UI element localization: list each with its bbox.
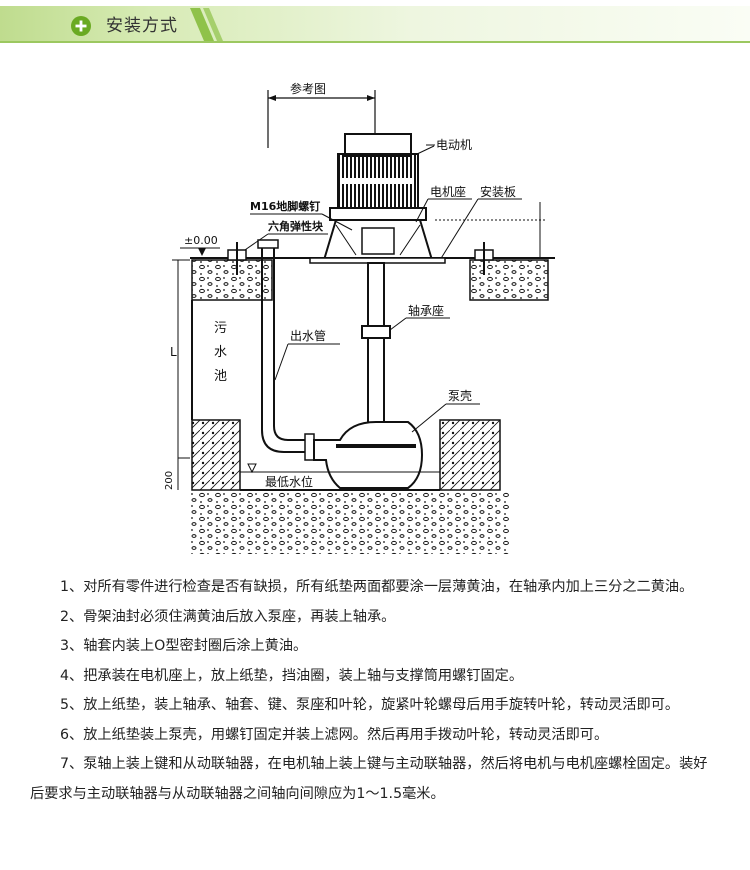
right-ground [469,259,549,301]
label-tank-2: 水 [214,345,227,360]
motor-seat [322,219,434,261]
shaft-column [361,262,391,434]
label-tank-1: 污 [214,321,227,336]
label-hex-block: 六角弹性块 [268,219,324,233]
pump-casing [313,421,424,489]
label-elevation: ±0.00 [184,234,218,247]
header-band [0,6,750,43]
label-outlet-pipe: 出水管 [290,328,326,343]
step-1: 1、对所有零件进行检查是否有缺损，所有纸垫两面都要涂一层薄黄油，在轴承内加上三分… [60,579,694,595]
step-5: 5、放上纸垫，装上轴承、轴套、键、泵座和叶轮，旋紧叶轮螺母后用手旋转叶轮，转动灵… [60,697,680,713]
label-dim-200: 200 [164,471,175,490]
label-dim-l: L [170,345,177,359]
pit-right-wall [439,419,501,491]
label-anchor-bolt: M16地脚螺钉 [250,199,320,213]
step-6: 6、放上纸垫装上泵壳，用螺钉固定并装上滤网。然后再用手拨动叶轮，转动灵活即可。 [60,726,609,743]
motor [329,133,427,221]
installation-steps: 1、对所有零件进行检查是否有缺损，所有纸垫两面都要涂一层薄黄油，在轴承内加上三分… [30,573,720,809]
step-7: 7、泵轴上装上键和从动联轴器，在电机轴上装上键与主动联轴器，然后将电机与电机座螺… [30,756,708,802]
label-tank-3: 池 [214,369,227,384]
installation-diagram: 参考图 电动机 电机座 安装板 M16地脚螺钉 六角弹性块 ±0.00 [164,81,555,554]
label-mount-plate: 安装板 [480,184,516,199]
label-bearing-seat: 轴承座 [408,303,444,318]
label-motor: 电动机 [436,138,472,152]
plus-circle-icon [71,16,91,36]
label-min-water: 最低水位 [265,474,313,489]
gravel-bed [190,492,510,554]
label-reference: 参考图 [290,81,326,96]
label-pump-casing: 泵壳 [448,389,472,403]
step-3: 3、轴套内装上O型密封圈后涂上黄油。 [60,638,308,654]
left-ground [191,259,273,301]
label-motor-seat: 电机座 [430,184,466,199]
step-4: 4、把承装在电机座上，放上纸垫，挡油圈，装上轴与支撑筒用螺钉固定。 [60,667,524,684]
section-header: 安装方式 [0,0,750,50]
section-title: 安装方式 [106,16,178,36]
pit-left-wall [191,419,241,491]
step-2: 2、骨架油封必须住满黄油后放入泵座，再装上轴承。 [60,608,396,625]
